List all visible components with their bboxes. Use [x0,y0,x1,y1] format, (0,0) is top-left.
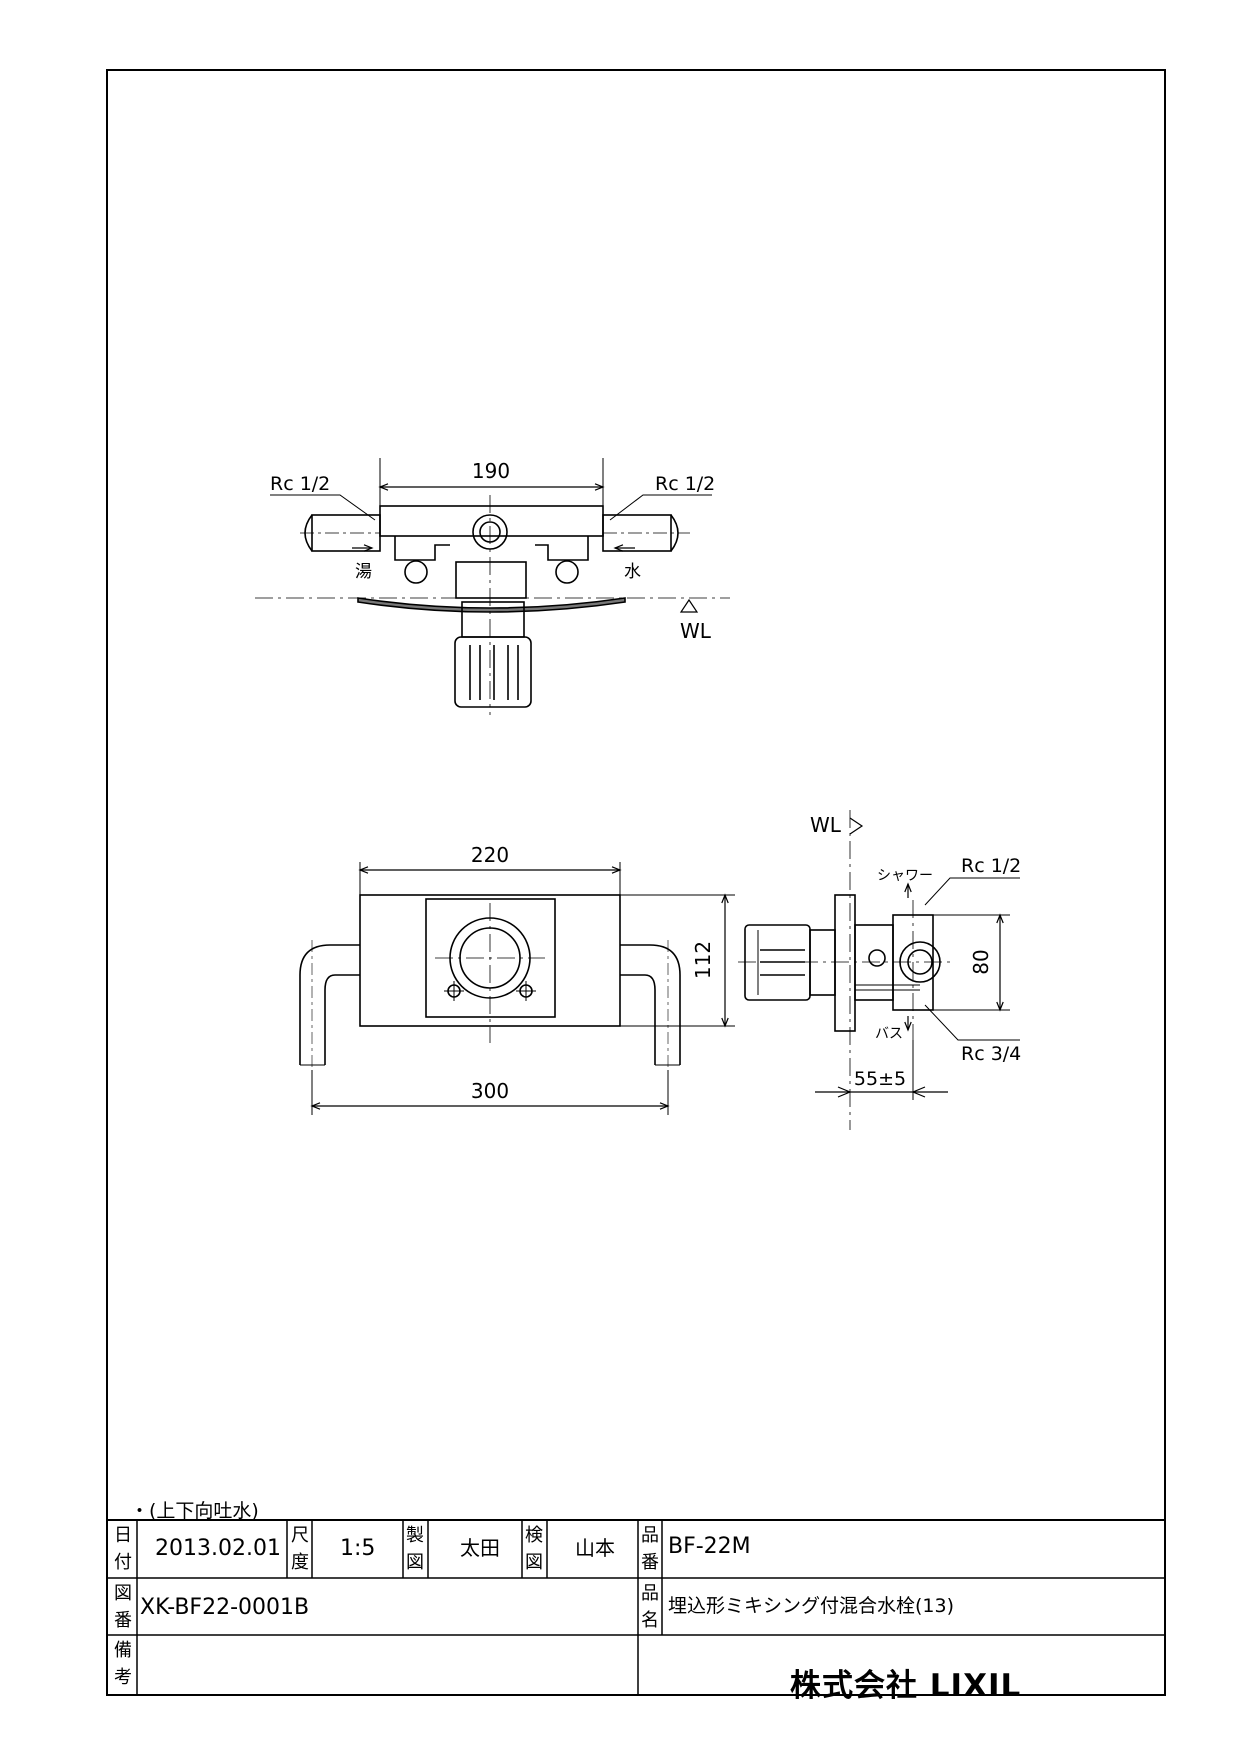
front-plate-width-dim: 220 [471,843,509,867]
title-block-grid [107,1519,1165,1695]
spout-direction-note: ・(上下向吐水) [130,1500,259,1522]
top-left-conn-label: Rc 1/2 [270,473,330,495]
top-view [255,458,730,715]
scale-label: 尺度 [291,1525,309,1573]
front-overall-width-dim: 300 [471,1079,509,1103]
drawn-by-value: 太田 [460,1536,500,1560]
side-height-dim: 80 [969,949,993,974]
top-wl-label: WL [680,619,712,643]
drawing-no-label: 図番 [114,1583,132,1631]
product-no-label: 品番 [641,1525,659,1573]
side-view [738,810,1020,1130]
date-value: 2013.02.01 [155,1536,281,1561]
shower-outlet-label: シャワー [877,868,933,884]
product-name-value: 埋込形ミキシング付混合水栓(13) [668,1595,955,1617]
side-wl-label: WL [810,813,842,837]
checked-by-value: 山本 [575,1536,615,1560]
scale-value: 1:5 [340,1536,376,1561]
top-width-dim: 190 [472,459,510,483]
product-name-label: 品名 [641,1583,659,1631]
side-top-conn-label: Rc 1/2 [961,855,1021,877]
cold-water-label: 水 [624,562,641,582]
product-no-value: BF-22M [668,1534,751,1559]
side-bottom-conn-label: Rc 3/4 [961,1043,1021,1065]
front-height-dim: 112 [691,941,715,979]
side-depth-dim: 55±5 [854,1068,906,1090]
sheet-border [106,69,1166,1696]
date-label: 日付 [114,1525,132,1573]
drawing-no-value: XK-BF22-0001B [140,1595,310,1620]
remarks-label: 備考 [114,1640,132,1688]
top-right-conn-label: Rc 1/2 [655,473,715,495]
company-logo: 株式会社 LIXIL [790,1668,1022,1704]
hot-water-label: 湯 [355,562,372,582]
drawn-label: 製図 [406,1525,424,1573]
front-view [299,862,735,1115]
bath-outlet-label: バス [875,1026,903,1042]
checked-label: 検図 [525,1525,543,1573]
